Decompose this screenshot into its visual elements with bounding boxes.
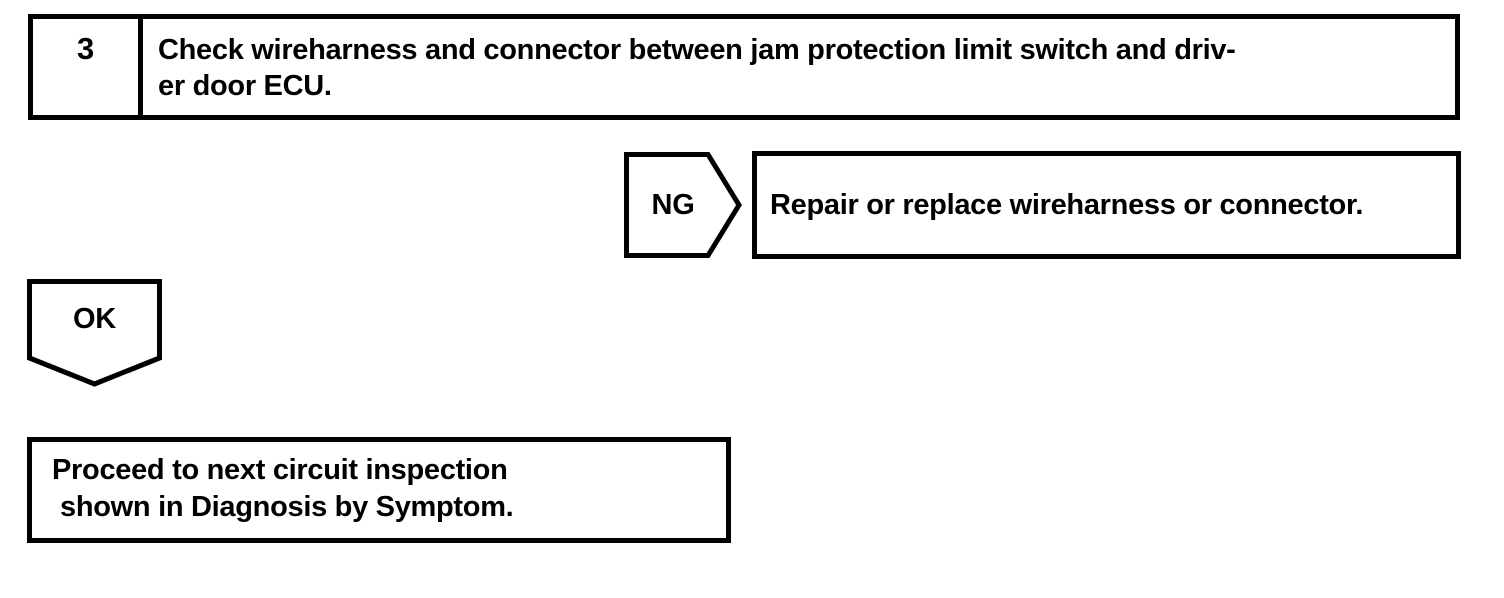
ng-action-text: Repair or replace wireharness or connect… [770, 188, 1364, 221]
step-instruction-line-1: Check wireharness and connector between … [158, 34, 1236, 66]
ok-action-line-1: Proceed to next circuit inspection [52, 454, 508, 486]
ok-pentagon-shape [27, 279, 162, 387]
ok-action-box: Proceed to next circuit inspection shown… [27, 437, 731, 543]
step-box: 3 Check wireharness and connector betwee… [28, 14, 1460, 120]
ok-branch-label: OK [73, 302, 116, 335]
ng-action-box: Repair or replace wireharness or connect… [752, 151, 1461, 259]
step-number-cell: 3 [33, 19, 143, 115]
step-instruction-line-2: er door ECU. [158, 70, 332, 102]
ng-pentagon-shape [624, 152, 742, 258]
step-number: 3 [77, 31, 94, 66]
ng-branch-label: NG [651, 188, 695, 221]
ng-branch-arrow-icon: NG [624, 152, 742, 258]
step-instruction: Check wireharness and connector between … [143, 19, 1246, 115]
ok-branch-arrow-icon: OK [27, 279, 162, 387]
ok-action-line-2: shown in Diagnosis by Symptom. [60, 491, 514, 523]
